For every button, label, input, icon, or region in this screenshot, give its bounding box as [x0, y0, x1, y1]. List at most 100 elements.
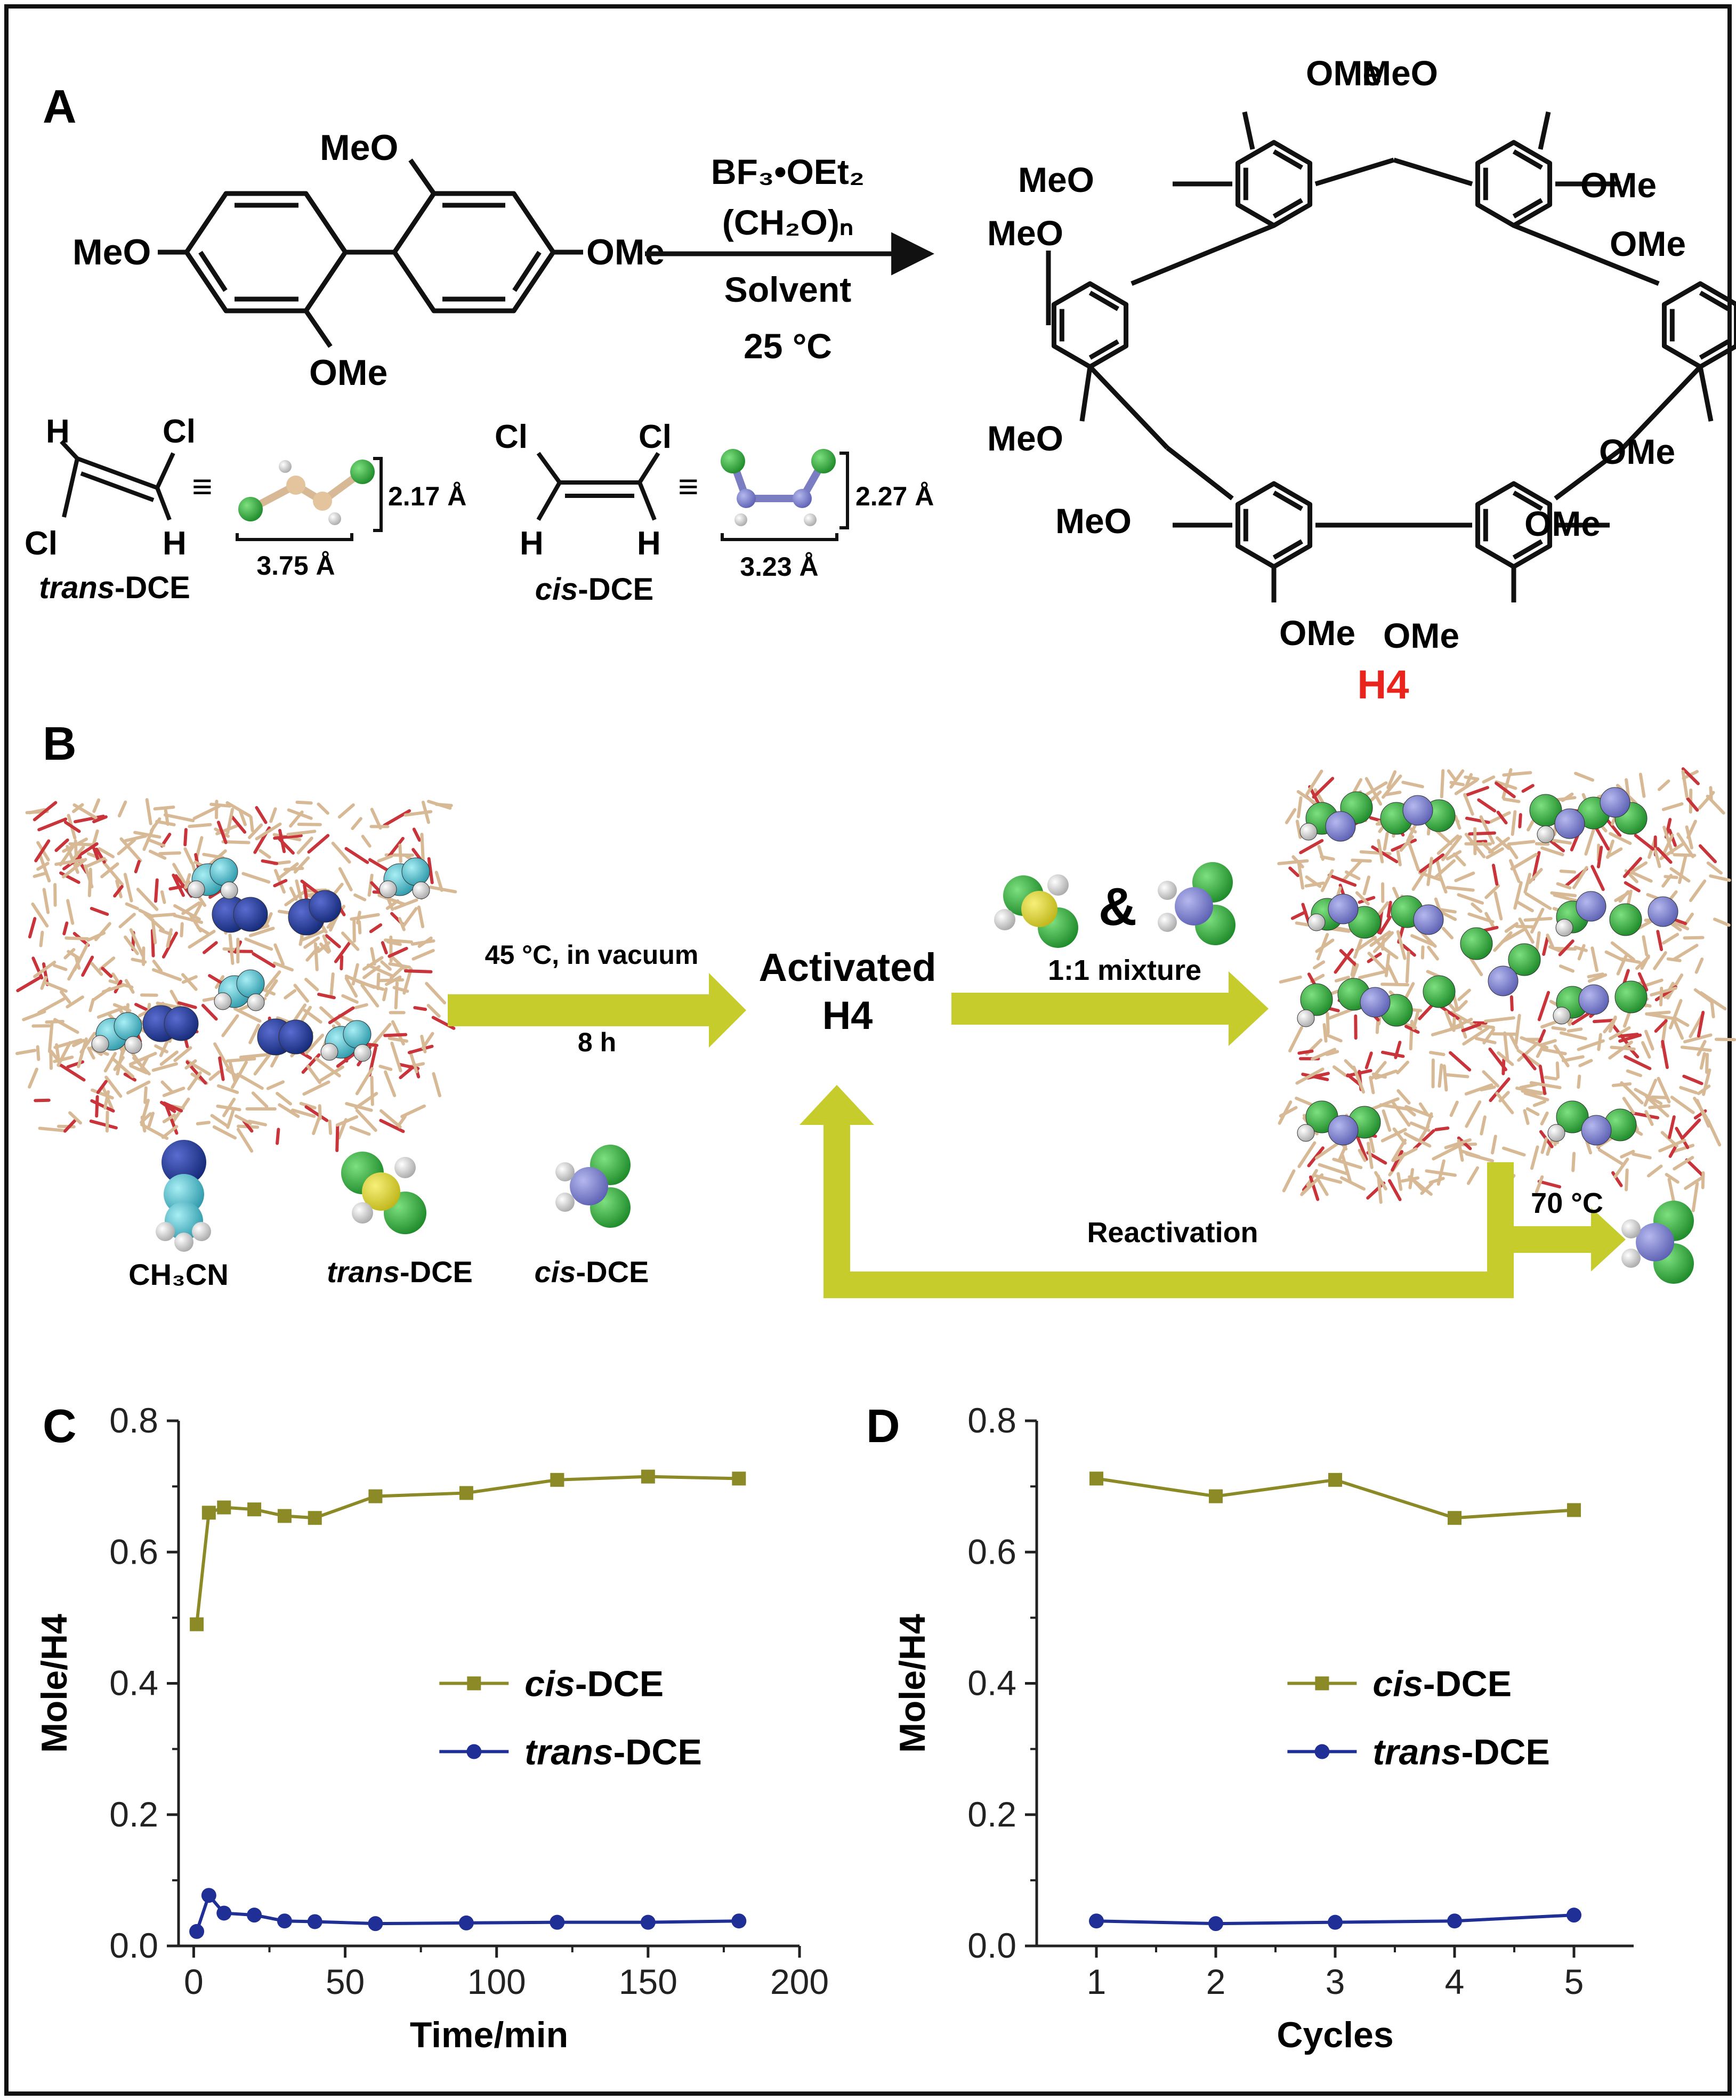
macrocycle-bond [1698, 366, 1714, 422]
crystal-bond [31, 902, 49, 928]
crystal-bond [1285, 808, 1297, 824]
crystal-bond [54, 858, 85, 866]
crystal-bond [1386, 770, 1397, 790]
crystal-bond [38, 1127, 67, 1132]
crystal-bond [1465, 1152, 1495, 1163]
crystal-bond [1318, 1163, 1348, 1176]
acetonitrile-molecule [379, 880, 397, 898]
crystal-bond [1661, 1040, 1669, 1069]
crystal-bond [1339, 949, 1359, 968]
data-point [641, 1469, 655, 1484]
crystal-bond [1447, 769, 1457, 782]
crystal-bond [385, 899, 400, 910]
crystal-bond [1433, 828, 1452, 846]
crystal-bond [1572, 866, 1588, 889]
crystal-bond [1317, 844, 1325, 861]
release-arrow [1500, 1208, 1626, 1272]
crystal-bond [1516, 900, 1534, 913]
crystal-bond [312, 1116, 321, 1136]
crystal-bond [366, 963, 395, 978]
crystal-bond [83, 864, 94, 889]
crystal-bond [103, 1052, 117, 1073]
macrocycle-bond [1242, 111, 1255, 150]
dce-molecule [1413, 904, 1444, 935]
crystal-bond [1514, 1013, 1521, 1045]
crystal-bond [1452, 1017, 1456, 1032]
x-tick-label: 50 [326, 1962, 365, 2001]
macrocycle-double-bond [1088, 291, 1119, 311]
crystal-bond [213, 1042, 230, 1070]
trans-cl-top: Cl [163, 413, 196, 450]
crystal-bond [1300, 1181, 1315, 1196]
crystal-bond [1483, 1016, 1515, 1023]
crystal-bond [1314, 1142, 1339, 1160]
crystal-bond [1369, 930, 1391, 947]
crystal-bond [1656, 930, 1664, 952]
crystal-bond [249, 927, 275, 937]
legend-label: cis-DCE [524, 1664, 664, 1704]
crystal-bond [90, 907, 109, 916]
crystal-bond [1457, 893, 1484, 905]
crystal-bond [383, 1033, 408, 1037]
crystal-bond [1444, 1138, 1472, 1149]
crystal-bond [1309, 1175, 1320, 1201]
crystal-bond [1411, 868, 1427, 891]
trans-height-bracket [373, 457, 383, 532]
data-point [1328, 1473, 1342, 1487]
y-tick-label: 0.2 [967, 1795, 1016, 1834]
crystal-bond [1364, 1051, 1373, 1069]
macrocycle-substituent: MeO [1362, 53, 1438, 93]
crystal-bond [1401, 781, 1424, 788]
crystal-bond [226, 1107, 236, 1129]
crystal-bond [1590, 865, 1605, 891]
crystal-bond [124, 935, 139, 955]
crystal-bond [1355, 1134, 1368, 1161]
crystal-bond [1683, 1033, 1713, 1044]
dce-molecule [1307, 913, 1326, 931]
crystal-bond [300, 929, 326, 942]
activation-condition: 45 °C, in vacuum [485, 940, 699, 970]
crystal-bond [370, 1023, 392, 1048]
dce-molecule [1556, 1100, 1589, 1133]
crystal-bond [1657, 779, 1670, 791]
crystal-bond [1638, 773, 1646, 798]
activation-time: 8 h [578, 1027, 616, 1057]
crystal-bond [63, 1119, 77, 1133]
crystal-bond [1573, 945, 1588, 952]
crystal-bond [53, 1018, 79, 1034]
crystal-bond [28, 1067, 38, 1089]
data-point [307, 1914, 322, 1929]
crystal-bond [286, 830, 317, 836]
crystal-bond [1387, 1179, 1402, 1201]
dce-molecule [1648, 896, 1678, 927]
crystal-bond [307, 834, 330, 854]
crystal-bond [1571, 1152, 1576, 1172]
crystal-bond [407, 1044, 434, 1055]
crystal-bond [28, 917, 37, 939]
dce-molecule [1609, 903, 1642, 936]
crystal-bond [255, 822, 282, 841]
crystal-bond [1622, 1097, 1635, 1115]
crystal-bond [1555, 1061, 1560, 1079]
crystal-bond [1540, 846, 1564, 857]
acetonitrile-molecule [412, 881, 430, 899]
trans-dce-structure [60, 440, 175, 521]
legend-label: trans-DCE [1372, 1732, 1550, 1773]
crystal-bond [1450, 1010, 1470, 1024]
trans-dce-name: trans-DCE [39, 570, 190, 605]
crystal-bond [1665, 1173, 1680, 1184]
crystal-bond [1521, 784, 1535, 793]
x-axis-label: Cycles [1277, 2015, 1393, 2055]
dce-molecule [1328, 894, 1359, 924]
crystal-bond [1567, 1027, 1583, 1033]
crystal-bond [335, 1115, 359, 1127]
crystal-bond [1673, 1016, 1690, 1027]
crystal-bond [1418, 1102, 1430, 1117]
crystal-bond [1392, 1127, 1407, 1145]
crystal-bond [287, 808, 313, 820]
crystal-bond [1454, 815, 1462, 830]
crystal-bond [427, 800, 452, 810]
condition-temperature: 25 °C [744, 326, 832, 366]
mixture-trans-dce-icon [994, 874, 1078, 948]
crystal-bond [248, 1024, 261, 1044]
